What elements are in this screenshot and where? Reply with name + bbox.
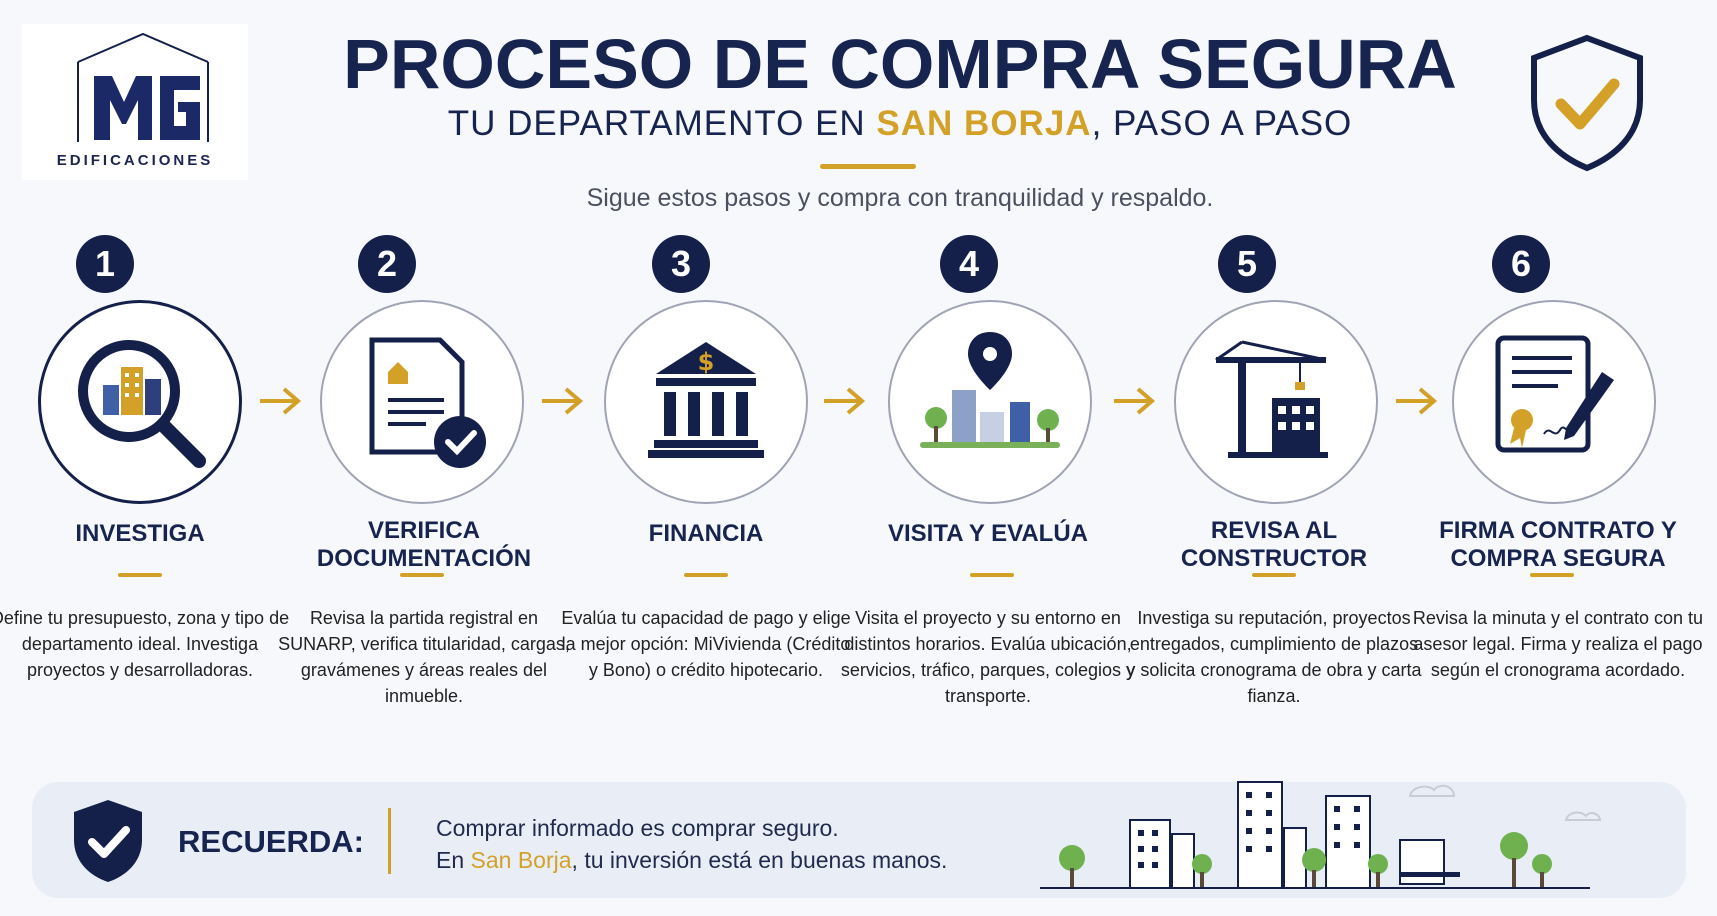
arrow-right-icon	[1396, 387, 1438, 415]
reminder-divider	[388, 808, 391, 874]
step-underline	[1252, 573, 1296, 577]
title-underline	[820, 164, 916, 169]
tagline: Sigue estos pasos y compra con tranquili…	[586, 184, 1214, 212]
brand-logo: EDIFICACIONES	[22, 24, 248, 180]
step-number: 1	[76, 235, 134, 293]
arrow-right-icon	[824, 387, 866, 415]
shield-check-icon	[74, 800, 142, 882]
subtitle-after: , PASO A PASO	[1091, 104, 1353, 143]
reminder-line-2-after: , tu inversión está en buenas manos.	[571, 847, 948, 873]
step-description: Define tu presupuesto, zona y tipo de de…	[0, 608, 290, 680]
step-description: Revisa la partida registral en SUNARP, v…	[278, 608, 570, 706]
location-city-icon	[920, 332, 1060, 448]
step-title: VERIFICA DOCUMENTACIÓN	[316, 517, 532, 572]
step-number: 4	[940, 235, 998, 293]
contract-pen-icon	[1495, 335, 1614, 453]
step-description: Visita el proyecto y su entorno en disti…	[840, 608, 1136, 706]
mg-logo-icon	[77, 32, 209, 142]
logo-text: EDIFICACIONES	[56, 152, 214, 169]
step-icon-circle	[1452, 300, 1656, 504]
page-title: PROCESO DE COMPRA SEGURA	[343, 25, 1457, 103]
magnifier-buildings-icon	[78, 340, 206, 468]
reminder-label: RECUERDA:	[178, 824, 364, 859]
step-icon-circle	[320, 300, 524, 504]
step-number: 2	[358, 235, 416, 293]
city-skyline-icon	[1040, 781, 1602, 889]
arrow-right-icon	[260, 387, 302, 415]
step-number: 3	[652, 235, 710, 293]
reminder-line-2-before: En	[436, 847, 471, 873]
step-title: FIRMA CONTRATO Y COMPRA SEGURA	[1439, 517, 1677, 572]
step-description: Revisa la minuta y el contrato con tu as…	[1412, 608, 1704, 680]
document-check-icon	[369, 337, 486, 468]
reminder-line-1: Comprar informado es comprar seguro.	[436, 815, 839, 841]
reminder-line-2: En San Borja, tu inversión está en buena…	[436, 844, 947, 876]
step-icon-circle	[38, 300, 242, 504]
subtitle-before: TU DEPARTAMENTO EN	[447, 104, 877, 143]
step-title: VISITA Y EVALÚA	[887, 520, 1089, 547]
shield-check-icon	[1531, 34, 1643, 172]
arrow-right-icon	[542, 387, 584, 415]
step-description: Evalúa tu capacidad de pago y elige la m…	[561, 608, 851, 680]
crane-building-icon	[1215, 340, 1328, 458]
bank-icon: $	[648, 342, 764, 458]
step-title: REVISA AL CONSTRUCTOR	[1180, 517, 1368, 572]
step-number: 5	[1218, 235, 1276, 293]
step-underline	[118, 573, 162, 577]
subtitle-accent: SAN BORJA	[876, 104, 1092, 143]
step-underline	[970, 573, 1014, 577]
step-icon-circle	[888, 300, 1092, 504]
step-underline	[684, 573, 728, 577]
reminder-accent: San Borja	[470, 847, 572, 873]
reminder-message: Comprar informado es comprar seguro. En …	[436, 812, 947, 876]
step-title: FINANCIA	[648, 520, 764, 547]
step-title: INVESTIGA	[75, 520, 205, 547]
page-subtitle: TU DEPARTAMENTO EN SAN BORJA, PASO A PAS…	[300, 104, 1500, 144]
step-icon-circle	[1174, 300, 1378, 504]
step-underline	[1530, 573, 1574, 577]
svg-text:$: $	[698, 348, 715, 376]
step-icon-circle: $	[604, 300, 808, 504]
step-number: 6	[1492, 235, 1550, 293]
arrow-right-icon	[1114, 387, 1156, 415]
step-description: Investiga su reputación, proyectos entre…	[1126, 608, 1422, 706]
step-underline	[400, 573, 444, 577]
